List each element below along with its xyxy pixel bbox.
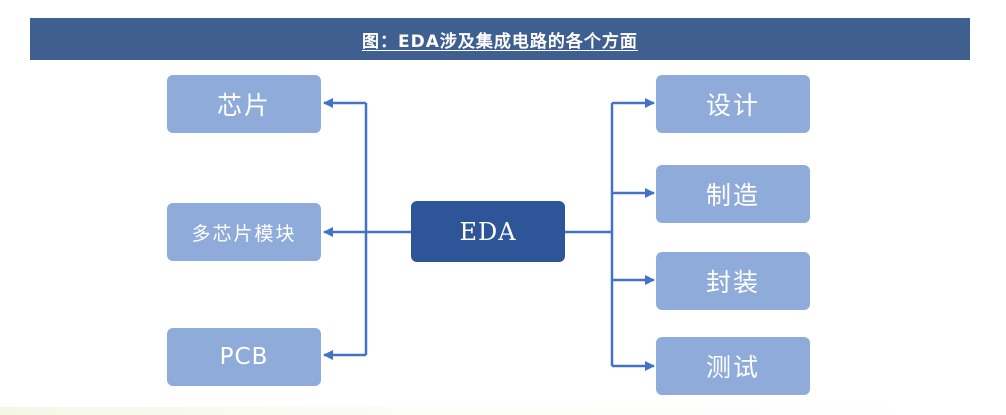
node-packaging: 封装 [656,252,810,310]
diagram-title: 图：EDA涉及集成电路的各个方面 [362,31,638,52]
node-design-label: 设计 [705,91,760,120]
node-eda: EDA [411,201,565,262]
node-multi-chip-module: 多芯片模块 [167,203,321,261]
node-chip-label: 芯片 [216,91,271,120]
node-multi-chip-module-label: 多芯片模块 [191,222,297,245]
node-pcb: PCB [167,328,321,386]
title-bar: 图：EDA涉及集成电路的各个方面 [30,18,970,60]
node-pcb-label: PCB [219,344,269,370]
node-eda-label: EDA [459,217,517,246]
node-design: 设计 [656,75,810,133]
node-packaging-label: 封装 [705,268,760,297]
node-testing-label: 测试 [705,353,760,382]
bottom-strip [0,407,1006,415]
node-manufacture: 制造 [656,165,810,223]
node-manufacture-label: 制造 [705,181,760,210]
node-chip: 芯片 [167,75,321,133]
node-testing: 测试 [656,337,810,395]
